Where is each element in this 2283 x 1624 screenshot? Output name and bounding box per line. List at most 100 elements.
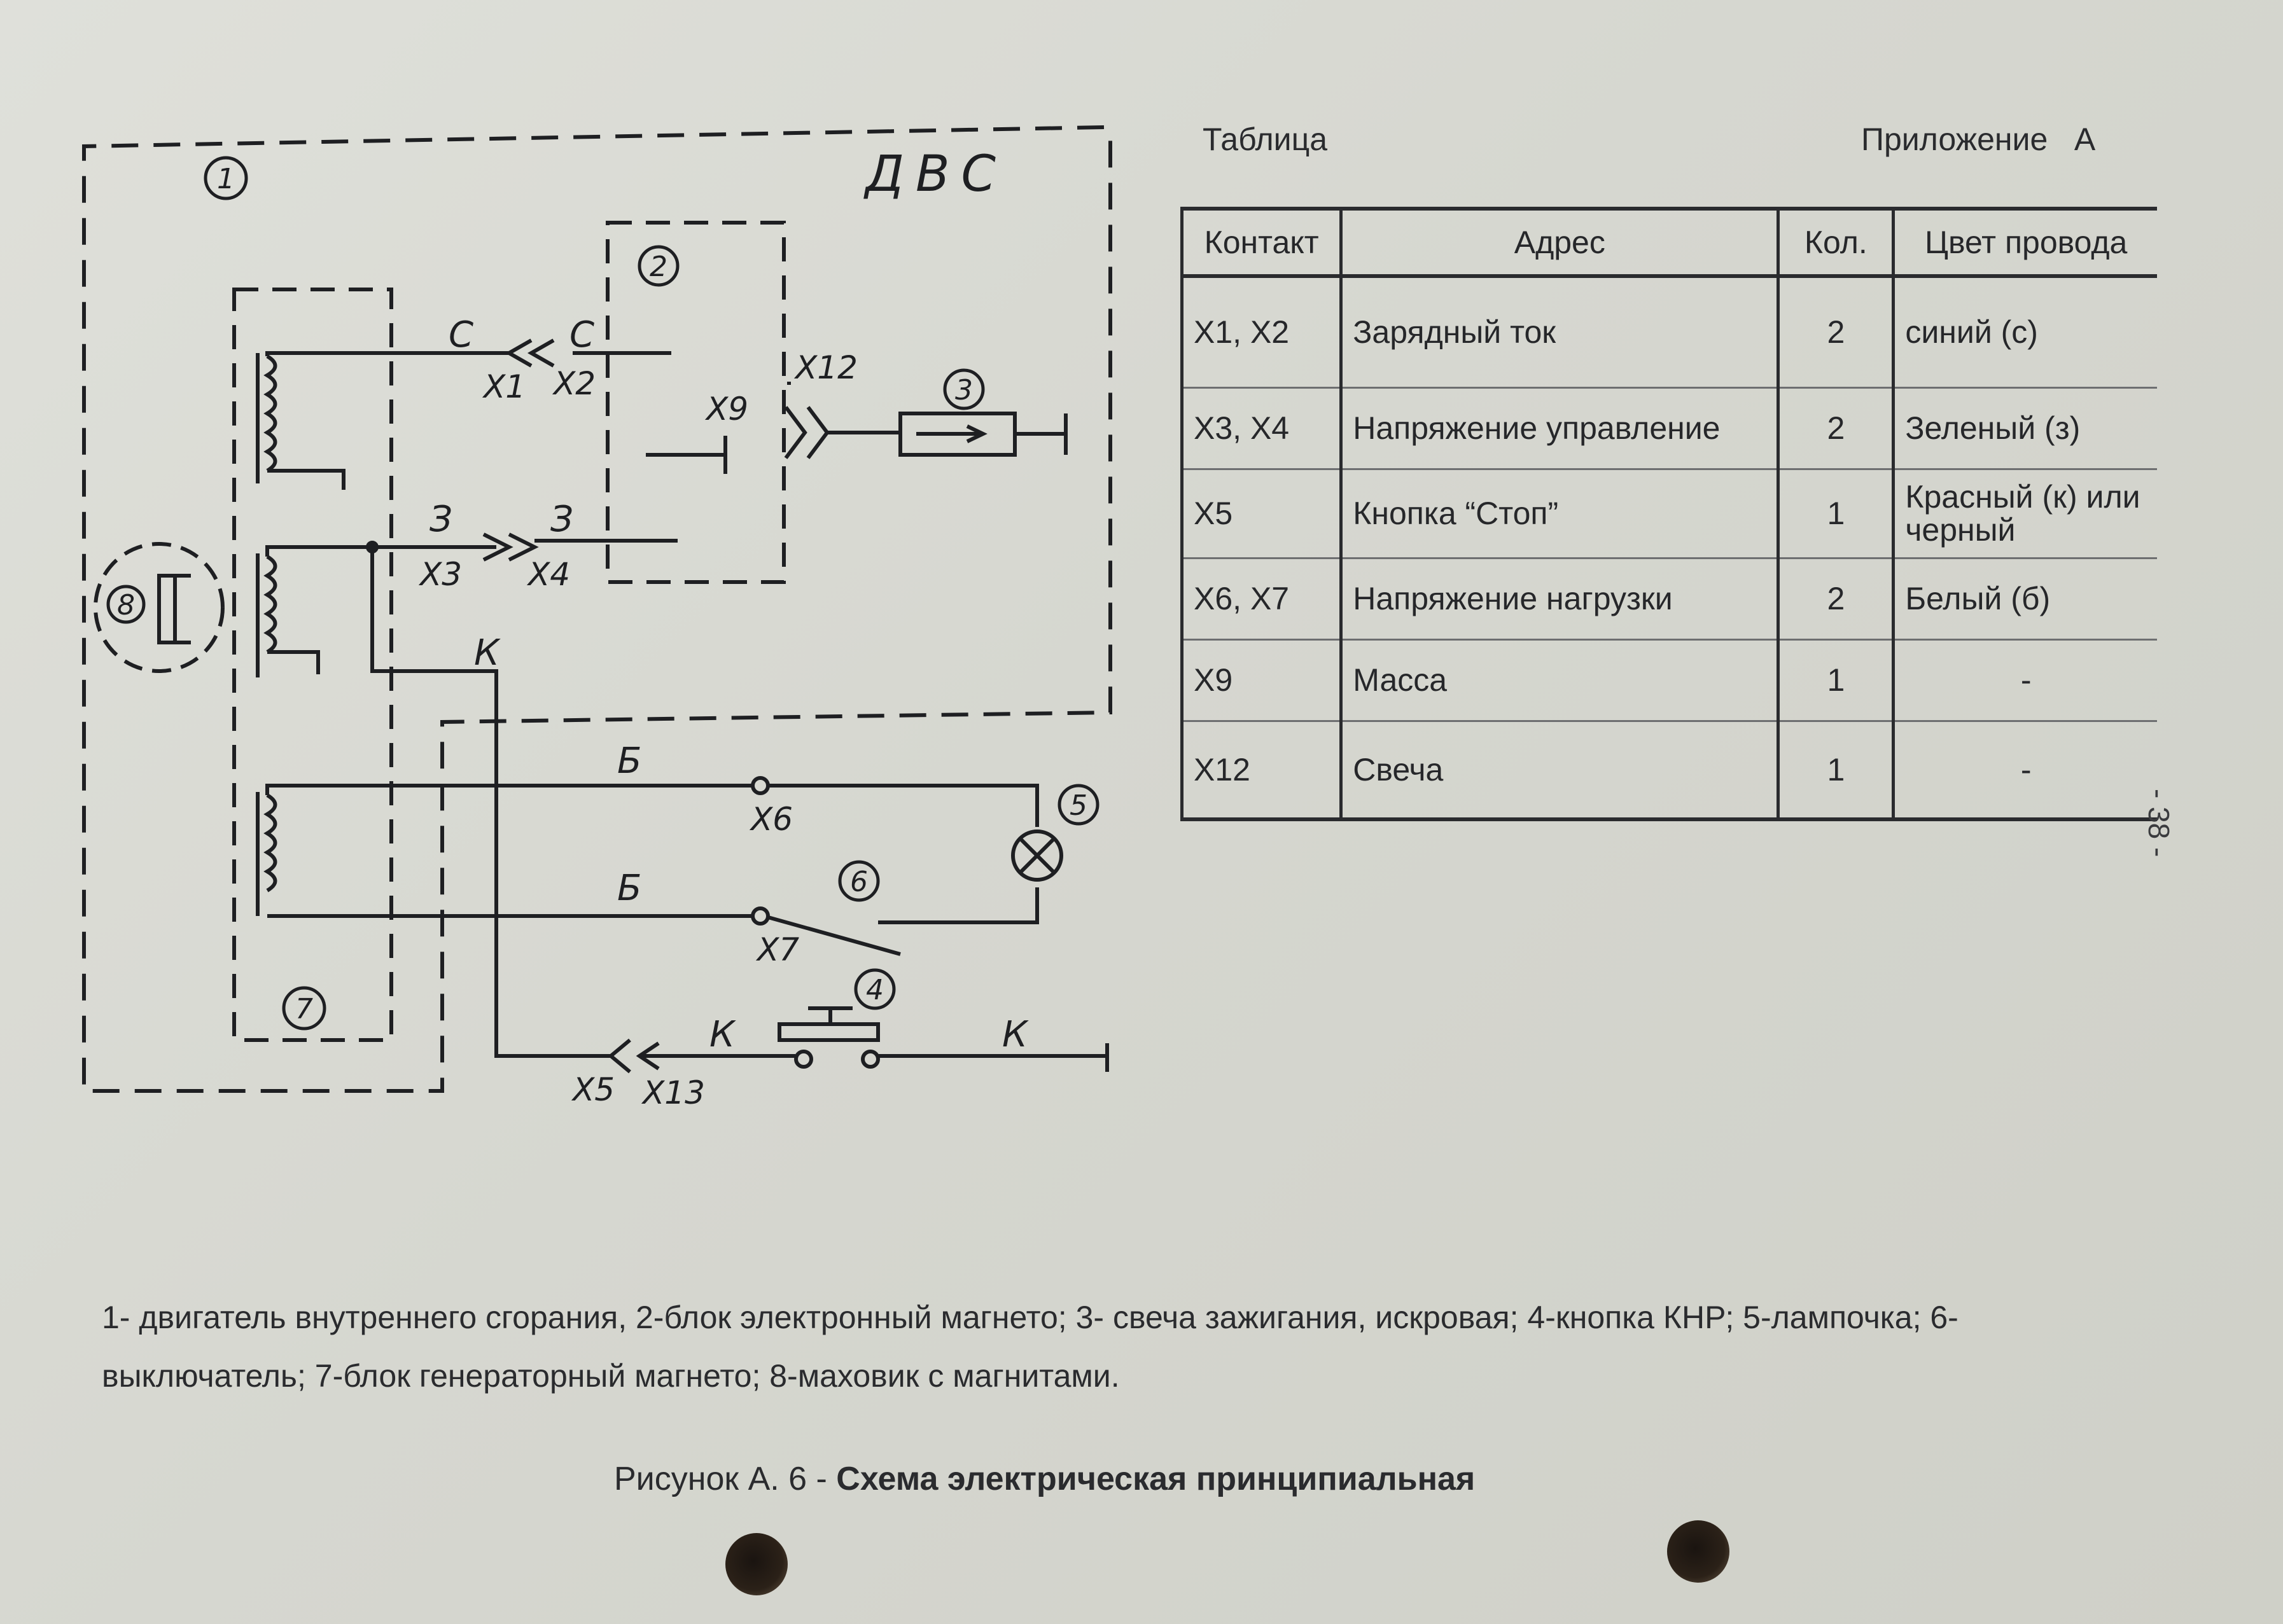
coil-control — [263, 555, 277, 654]
cell-address: Масса — [1339, 639, 1778, 722]
cell-qty: 2 — [1777, 387, 1894, 470]
cell-color: Красный (к) или черный — [1892, 469, 2157, 559]
binding-hole-right — [1667, 1520, 1729, 1583]
table-row: X6, X7 Напряжение нагрузки 2 Белый (б) — [1180, 558, 2157, 641]
ground-x9 — [646, 436, 727, 474]
cell-address: Свеча — [1339, 721, 1778, 821]
connector-label-x9: X9 — [704, 391, 748, 427]
stop-button-4 — [778, 1006, 880, 1042]
wire-k — [370, 547, 1109, 1072]
connector-label-x6: X6 — [749, 801, 793, 838]
connector-label-x3: X3 — [418, 556, 462, 593]
cell-color: - — [1892, 721, 2157, 821]
coil-load — [263, 793, 277, 892]
legend-text: 1- двигатель внутреннего сгорания, 2-бло… — [102, 1300, 1958, 1394]
connector-x5-x13 — [608, 1038, 660, 1074]
table-row: X9 Масса 1 - — [1180, 639, 2157, 722]
wire-b-bottom — [267, 887, 1039, 956]
connector-label-x5: X5 — [571, 1071, 615, 1108]
wire-c — [265, 351, 671, 490]
wire-label-z1: З — [429, 499, 452, 540]
table-header-row: Контакт Адрес Кол. Цвет провода — [1180, 207, 2157, 278]
block-7-generator-border — [232, 288, 393, 1042]
caption-prefix: Рисунок А. 6 - — [614, 1461, 837, 1497]
marker-6 — [838, 860, 880, 902]
marker-7 — [282, 986, 326, 1031]
block-2-magneto-border — [606, 221, 786, 584]
cell-color: синий (с) — [1892, 276, 2157, 389]
marker-3-label: 3 — [955, 374, 973, 406]
cell-qty: 2 — [1777, 276, 1894, 389]
caption-title: Схема электрическая принципиальная — [836, 1461, 1476, 1497]
connector-label-x12: X12 — [793, 349, 858, 386]
header-color: Цвет провода — [1892, 207, 2157, 278]
cell-address: Зарядный ток — [1339, 276, 1778, 389]
cell-contact: X12 — [1180, 721, 1341, 821]
cell-qty: 1 — [1777, 721, 1894, 821]
marker-1 — [204, 156, 248, 200]
wire-label-c2: С — [569, 314, 594, 356]
coil-charging — [263, 354, 277, 473]
connector-label-x13: X13 — [641, 1074, 705, 1111]
table-row: X12 Свеча 1 - — [1180, 721, 2157, 821]
table-row: X3, X4 Напряжение управление 2 Зеленый (… — [1180, 387, 2157, 470]
page-number: - 38 - — [2142, 789, 2175, 857]
cell-contact: X5 — [1180, 469, 1341, 559]
wire-label-b2: Б — [617, 868, 641, 909]
cell-qty: 1 — [1777, 469, 1894, 559]
marker-5 — [1058, 784, 1100, 826]
appendix-label: Приложение А — [1861, 121, 2096, 157]
marker-4 — [854, 968, 896, 1010]
cell-qty: 2 — [1777, 558, 1894, 641]
header-address: Адрес — [1339, 207, 1778, 278]
wire-z — [265, 539, 678, 674]
cell-address: Напряжение управление — [1339, 387, 1778, 470]
connector-x3-x4 — [482, 532, 539, 562]
header-contact: Контакт — [1180, 207, 1341, 278]
table-label: Таблица — [1203, 121, 1328, 157]
marker-2 — [638, 245, 680, 287]
wire-label-k-mid: К — [709, 1014, 736, 1055]
flywheel-8-circle — [94, 542, 225, 673]
header-qty: Кол. — [1777, 207, 1894, 278]
cell-color: Белый (б) — [1892, 558, 2157, 641]
wire-label-b1: Б — [617, 740, 641, 782]
marker-7-label: 7 — [295, 993, 313, 1025]
block-1-engine-border — [82, 125, 1112, 1093]
connector-label-x4: X4 — [526, 556, 570, 593]
marker-4-label: 4 — [866, 974, 884, 1006]
cell-color: Зеленый (з) — [1892, 387, 2157, 470]
wire-label-k-right: К — [1002, 1014, 1029, 1055]
flywheel-8-magnet — [157, 574, 191, 644]
cell-address: Кнопка “Стоп” — [1339, 469, 1778, 559]
marker-3 — [943, 368, 985, 410]
cell-color: - — [1892, 639, 2157, 722]
marker-2-label: 2 — [650, 251, 667, 283]
cell-contact: X3, X4 — [1180, 387, 1341, 470]
marker-8-label: 8 — [117, 589, 135, 621]
wire-label-k-left: К — [474, 632, 501, 674]
table-row: X5 Кнопка “Стоп” 1 Красный (к) или черны… — [1180, 469, 2157, 559]
connector-label-x7: X7 — [755, 931, 799, 968]
spark-plug-3 — [898, 412, 1068, 457]
wire-b-top — [265, 784, 1039, 827]
cell-qty: 1 — [1777, 639, 1894, 722]
marker-6-label: 6 — [850, 866, 868, 898]
marker-8 — [106, 585, 146, 624]
cell-contact: X9 — [1180, 639, 1341, 722]
connector-label-x2: X2 — [552, 365, 596, 402]
figure-caption: Рисунок А. 6 - Схема электрическая принц… — [614, 1460, 1475, 1498]
cell-address: Напряжение нагрузки — [1339, 558, 1778, 641]
connector-x1-x2 — [505, 338, 555, 368]
wire-label-c1: С — [449, 314, 473, 356]
marker-1-label: 1 — [217, 163, 235, 195]
marker-5-label: 5 — [1070, 789, 1087, 822]
engine-label: ДВС — [863, 146, 1007, 203]
table-row: X1, X2 Зарядный ток 2 синий (с) — [1180, 276, 2157, 389]
connector-x12 — [784, 382, 900, 459]
binding-hole-left — [725, 1533, 788, 1595]
cell-contact: X6, X7 — [1180, 558, 1341, 641]
contacts-table: Контакт Адрес Кол. Цвет провода X1, X2 З… — [1180, 207, 2157, 821]
